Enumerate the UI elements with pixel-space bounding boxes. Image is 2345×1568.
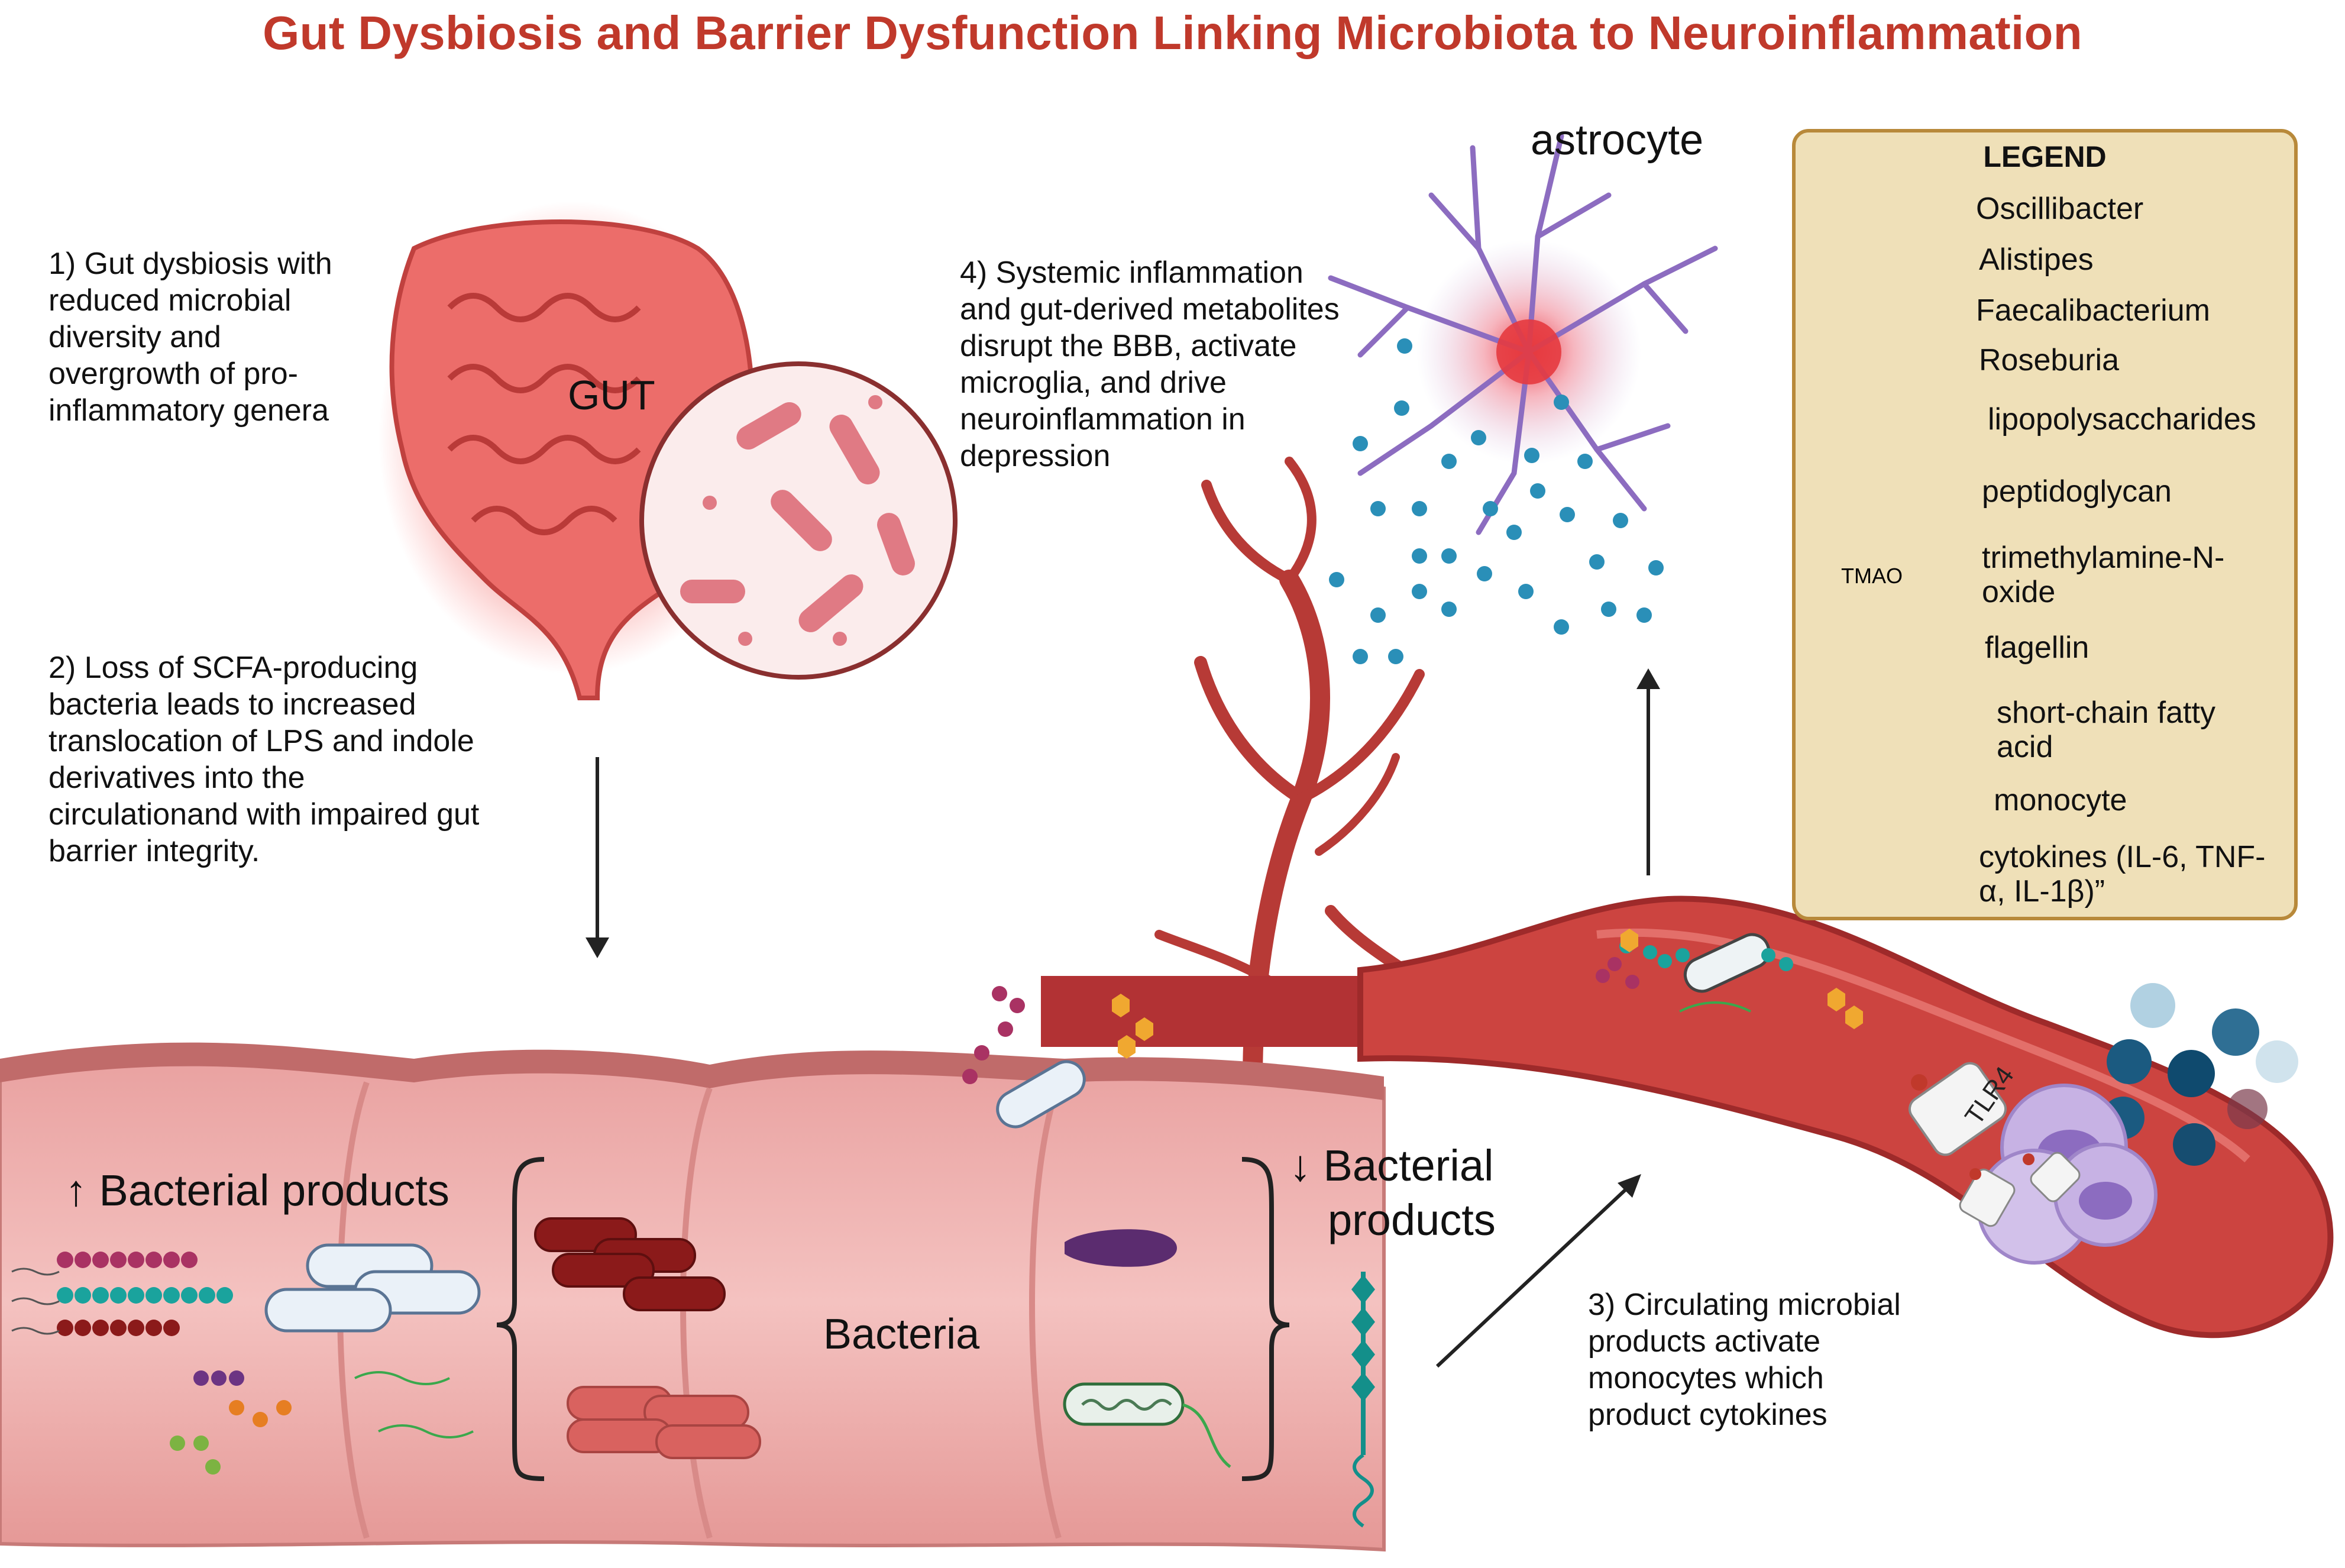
legend-title: LEGEND [1983,140,2107,173]
step-3-line: monocytes which [1588,1361,1824,1395]
legend-label-cytokines-line2: α, IL-1β)” [1979,874,2105,909]
legend-label-peptidoglycan: peptidoglycan [1982,474,2172,509]
step-4-line: microglia, and drive [960,366,1227,400]
astrocyte-cell [1328,133,1718,535]
legend-label-tmao-line1: trimethylamine-N- [1982,541,2225,575]
step-4-line: and gut-derived metabolites [960,292,1340,326]
step-1-text: 1) Gut dysbiosis with reduced microbial … [48,245,332,429]
magnified-bacteria-view [639,361,958,680]
legend-label-scfa-line2: acid [1997,730,2053,764]
monocyte-cluster [1908,1062,2158,1265]
translocating-bacterium [962,986,1153,1129]
legend-label-faecalibacterium: Faecalibacterium [1976,293,2210,328]
tmao-cluster-left [264,1243,481,1333]
step-2-line: translocation of LPS and indole [48,724,474,758]
step-3-line: 3) Circulating microbial [1588,1288,1901,1322]
arrow-up-brain [1636,668,1660,875]
legend-label-cytokines: cytokines (IL-6, TNF- α, IL-1β)” [1979,840,2265,909]
roseburia-cell [1063,1382,1231,1468]
step-2-line: derivatives into the [48,761,305,795]
step-3-line: product cytokines [1588,1398,1828,1432]
decreased-products-line1: ↓ Bacterial [1289,1141,1494,1190]
bacteria-label: Bacteria [823,1311,980,1358]
lps-chains-left [11,1252,474,1475]
legend-label-flagellin: flagellin [1985,631,2090,665]
step-4-line: 4) Systemic inflammation [960,256,1304,290]
legend-tmao-icon-text: TMAO [1841,564,1903,588]
astrocyte-label: astrocyte [1531,117,1704,164]
legend-label-oscillibacter: Oscillibacter [1976,192,2144,226]
oscillibacter-group [534,1217,726,1311]
step-1-line: diversity and [48,320,221,354]
legend-label-tmao-line2: oxide [1982,575,2056,609]
step-4-line: neuroinflammation in [960,402,1246,437]
step-2-text: 2) Loss of SCFA-producing bacteria leads… [48,649,479,869]
diagram-title: Gut Dysbiosis and Barrier Dysfunction Li… [263,7,2082,59]
step-4-line: depression [960,439,1111,473]
step-3-line: products activate [1588,1324,1821,1359]
alistipes-group [567,1386,761,1459]
faecalibacterium-cell [1065,1229,1177,1267]
arrow-to-vessel [1435,1174,1641,1368]
scfa-chain [1351,1272,1375,1528]
legend-label-alistipes: Alistipes [1979,243,2094,277]
cytokine-dots-brain [1329,338,1664,664]
step-4-line: disrupt the BBB, activate [960,329,1297,363]
step-2-line: 2) Loss of SCFA-producing [48,651,418,685]
legend-label-monocyte: monocyte [1994,783,2127,817]
legend-label-scfa-line1: short-chain fatty [1997,696,2215,730]
legend-panel: LEGEND Oscillibacter Alistipes Faecaliba… [1792,129,2298,920]
vessel-molecules [1596,929,1863,1029]
legend-label-lipopolysaccharides: lipopolysaccharides [1988,402,2256,437]
step-1-line: inflammatory genera [48,393,329,428]
step-4-text: 4) Systemic inflammation and gut-derived… [960,254,1340,474]
increased-products-label: ↑ Bacterial products [65,1166,449,1215]
legend-label-tmao: trimethylamine-N- oxide [1982,541,2224,609]
legend-label-cytokines-line1: cytokines (IL-6, TNF- [1979,840,2266,874]
step-2-line: circulationand with impaired gut [48,797,480,832]
decreased-products-line2: products [1328,1195,1496,1244]
right-brace [1241,1157,1290,1481]
gut-label: GUT [568,372,655,418]
legend-label-scfa: short-chain fatty acid [1997,696,2215,764]
cytokine-balls-vessel [2102,983,2298,1166]
step-1-line: overgrowth of pro- [48,357,298,391]
decreased-products-label: ↓ Bacterial products [1289,1139,1496,1247]
step-2-line: bacteria leads to increased [48,687,416,722]
left-brace [496,1157,545,1481]
step-2-line: barrier integrity. [48,834,260,868]
step-1-line: 1) Gut dysbiosis with [48,247,332,281]
legend-label-roseburia: Roseburia [1979,343,2120,377]
step-3-text: 3) Circulating microbial products activa… [1588,1286,1901,1433]
step-1-line: reduced microbial [48,283,292,318]
arrow-down-gut [586,757,609,958]
